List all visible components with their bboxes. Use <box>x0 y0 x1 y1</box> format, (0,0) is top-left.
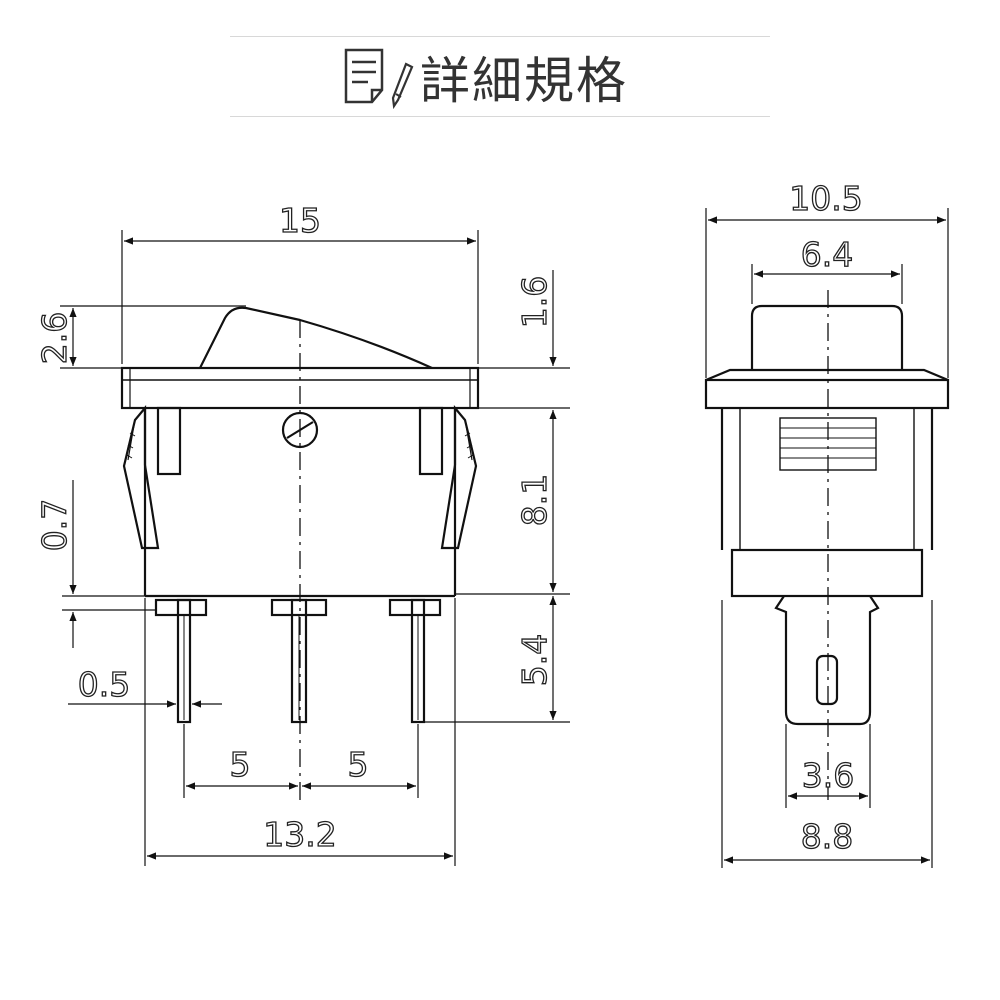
front-terminals <box>154 598 442 724</box>
dim-body-depth: 8.8 <box>801 817 853 856</box>
dim-terminal-width: 3.6 <box>802 756 854 795</box>
dim-terminal-thickness: 0.5 <box>78 665 130 704</box>
side-dimensions <box>705 208 949 868</box>
dimension-labels: 15 2.6 1.6 8.1 0.7 5.4 0.5 5 5 13.2 10.5… <box>34 178 863 856</box>
page-title: 詳細規格 <box>420 52 628 110</box>
dim-rocker-width: 6.4 <box>801 235 853 274</box>
header-top-rule <box>230 36 770 37</box>
dim-pitch-left: 5 <box>230 745 251 784</box>
side-body <box>720 408 934 598</box>
dim-body-width: 13.2 <box>263 815 336 854</box>
title-block: 詳細規格 <box>340 42 628 112</box>
dim-pitch-right: 5 <box>348 745 369 784</box>
spec-sheet-pencil-icon <box>344 48 414 110</box>
dim-terminal-gap: 0.7 <box>35 499 74 551</box>
dim-flange-width: 10.5 <box>789 179 862 218</box>
side-view <box>704 290 950 800</box>
front-rocker <box>199 306 433 370</box>
side-rocker <box>750 304 904 370</box>
header-bottom-rule <box>230 116 770 117</box>
dim-body-height: 8.1 <box>515 474 554 526</box>
dim-top-thickness: 1.6 <box>515 276 554 328</box>
front-left-clip <box>122 404 182 550</box>
header: 詳細規格 <box>0 0 1000 130</box>
dim-overall-width: 15 <box>279 201 321 240</box>
dim-rocker-height: 2.6 <box>35 312 74 364</box>
side-terminal <box>774 595 880 726</box>
side-flange <box>704 368 950 410</box>
dim-terminal-length: 5.4 <box>515 634 554 686</box>
front-view <box>120 306 480 800</box>
front-dimensions <box>60 230 570 866</box>
front-right-clip <box>418 404 478 550</box>
